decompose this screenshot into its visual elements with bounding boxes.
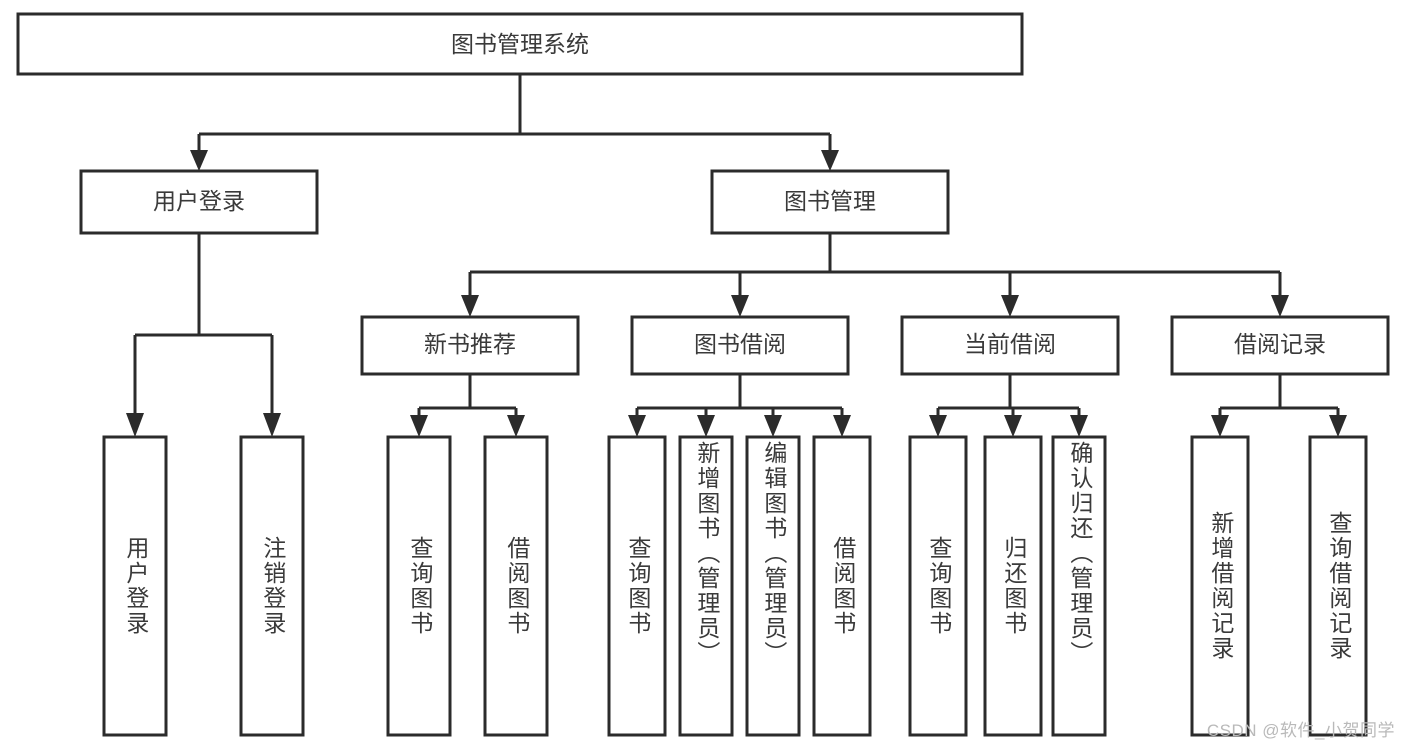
- node-user-login-label: 用户登录: [153, 188, 245, 214]
- leaf-box-query-book-2[interactable]: [607, 435, 667, 737]
- leaf-box-query-book-1[interactable]: [386, 435, 452, 737]
- node-root-label: 图书管理系统: [451, 31, 589, 57]
- arrow-head-book-manage: [821, 150, 839, 171]
- leaf-box-user-login[interactable]: [102, 435, 168, 737]
- node-book-borrow-label: 图书借阅: [694, 331, 786, 357]
- leaf-box-edit-book-admin[interactable]: [745, 435, 801, 737]
- arrow-head-leaf-add-book-admin: [697, 415, 715, 437]
- arrow-head-leaf-return-book: [1004, 415, 1022, 437]
- arrow-head-user-login: [190, 150, 208, 171]
- arrow-head-leaf-query-book-2: [628, 415, 646, 437]
- arrow-head-leaf-query-borrow-record: [1329, 415, 1347, 437]
- arrow-head-leaf-query-book-3: [929, 415, 947, 437]
- node-current-borrow-box[interactable]: [900, 315, 1120, 376]
- node-borrow-record-box[interactable]: [1170, 315, 1390, 376]
- node-current-borrow[interactable]: 当前借阅: [900, 315, 1120, 376]
- leaf-box-borrow-book-2[interactable]: [812, 435, 872, 737]
- node-current-borrow-label: 当前借阅: [964, 331, 1056, 357]
- arrow-head-borrow-record: [1271, 295, 1289, 317]
- node-borrow-record[interactable]: 借阅记录: [1170, 315, 1390, 376]
- arrow-head-new-book-recommend: [461, 295, 479, 317]
- leaf-box-confirm-return-admin[interactable]: [1051, 435, 1107, 737]
- node-root[interactable]: 图书管理系统: [16, 12, 1024, 76]
- connector-group-current-borrow: [929, 374, 1088, 437]
- connector-group-new-book-recommend: [410, 374, 525, 437]
- arrow-head-leaf-borrow-book-1: [507, 415, 525, 437]
- connector-group-book-manage: [461, 233, 1289, 317]
- leaf-box-query-book-3[interactable]: [908, 435, 968, 737]
- arrow-head-leaf-edit-book-admin: [764, 415, 782, 437]
- arrow-head-leaf-user-login: [126, 413, 144, 437]
- node-new-book-recommend-label: 新书推荐: [424, 331, 516, 357]
- leaf-box-query-borrow-record[interactable]: [1308, 435, 1368, 737]
- node-user-login-box[interactable]: [79, 169, 319, 235]
- csdn-watermark: CSDN @软件_小贺同学: [1206, 721, 1395, 740]
- node-book-borrow[interactable]: 图书借阅: [630, 315, 850, 376]
- arrow-head-leaf-logout-login: [263, 413, 281, 437]
- leaf-box-add-borrow-record[interactable]: [1190, 435, 1250, 737]
- connector-group-borrow-record: [1211, 374, 1347, 437]
- node-user-login[interactable]: 用户登录: [79, 169, 319, 235]
- node-book-borrow-box[interactable]: [630, 315, 850, 376]
- leaf-box-add-book-admin[interactable]: [678, 435, 734, 737]
- arrow-head-leaf-confirm-return-admin: [1070, 415, 1088, 437]
- arrow-head-current-borrow: [1001, 295, 1019, 317]
- node-book-manage-label: 图书管理: [784, 188, 876, 214]
- node-book-manage-box[interactable]: [710, 169, 950, 235]
- arrow-head-book-borrow: [731, 295, 749, 317]
- node-root-box[interactable]: [16, 12, 1024, 76]
- node-book-manage[interactable]: 图书管理: [710, 169, 950, 235]
- connector-group-user-login: [126, 233, 281, 437]
- leaf-box-borrow-book-1[interactable]: [483, 435, 549, 737]
- arrow-head-leaf-add-borrow-record: [1211, 415, 1229, 437]
- node-borrow-record-label: 借阅记录: [1234, 331, 1326, 357]
- connector-group-root: [190, 74, 839, 171]
- arrow-head-leaf-query-book-1: [410, 415, 428, 437]
- connector-group-book-borrow: [628, 374, 851, 437]
- node-new-book-recommend[interactable]: 新书推荐: [360, 315, 580, 376]
- leaf-box-return-book[interactable]: [983, 435, 1043, 737]
- arrow-head-leaf-borrow-book-2: [833, 415, 851, 437]
- leaf-box-logout-login[interactable]: [239, 435, 305, 737]
- node-new-book-recommend-box[interactable]: [360, 315, 580, 376]
- leaf-boxes: [102, 435, 1368, 737]
